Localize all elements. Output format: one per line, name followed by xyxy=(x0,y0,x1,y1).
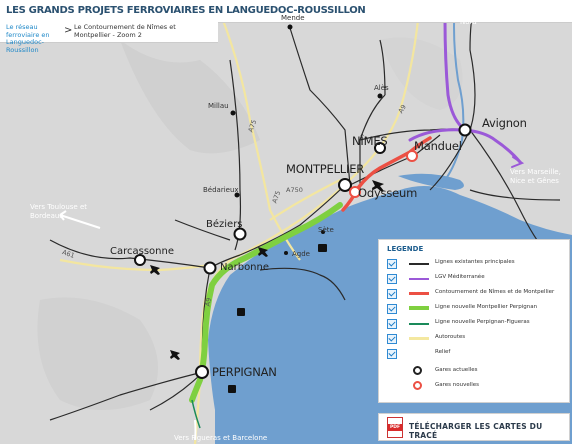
legend-item-existing-lines[interactable]: Lignes existantes principales xyxy=(379,258,569,270)
checkbox[interactable] xyxy=(387,319,397,329)
legend-label: LGV Méditerranée xyxy=(435,274,485,280)
legend-title: LEGENDE xyxy=(387,245,424,253)
small-stations xyxy=(230,24,383,255)
checkbox[interactable] xyxy=(387,349,397,359)
legend-label: Lignes existantes principales xyxy=(435,259,515,265)
label-nimes: NÎMES xyxy=(352,134,388,148)
download-label: TÉLÉCHARGER LES CARTES DU TRACÉ xyxy=(409,422,543,440)
legend-label: Contournement de Nîmes et de Montpellier xyxy=(435,289,555,295)
road-a9-south: A9 xyxy=(203,297,213,307)
legend-item-gares-actuelles: Gares actuelles xyxy=(379,366,569,378)
legend-swatch xyxy=(409,292,429,295)
breadcrumb-separator: > xyxy=(64,25,73,36)
legend-label: Relief xyxy=(435,349,451,355)
dest-lyon: Vers Lyon, Paris et l'Europe du Nord xyxy=(460,9,566,26)
legend-swatch xyxy=(409,278,429,280)
label-mende: Mende xyxy=(281,14,305,22)
label-odysseum: Odysseum xyxy=(358,186,418,200)
legend-item-gares-nouvelles: Gares nouvelles xyxy=(379,381,569,393)
legend-dot-new xyxy=(413,381,422,390)
legend-item-lgv[interactable]: LGV Méditerranée xyxy=(379,273,569,285)
label-narbonne: Narbonne xyxy=(220,262,270,273)
legend-label: Ligne nouvelle Perpignan-Figueras xyxy=(435,319,530,325)
airport-icons xyxy=(150,180,384,360)
checkbox[interactable] xyxy=(387,259,397,269)
dest-marseille: Vers Marseille, Nice et Gênes xyxy=(510,168,561,185)
checkbox[interactable] xyxy=(387,274,397,284)
legend-panel: LEGENDE Lignes existantes principales LG… xyxy=(378,239,570,403)
rhone-river xyxy=(444,0,465,181)
breadcrumb-parent-link[interactable]: Le réseau ferroviaire en Languedoc-Rouss… xyxy=(6,23,50,54)
legend-swatch xyxy=(409,337,429,340)
label-sete: Sète xyxy=(318,226,334,234)
legend-item-perpignan-figueras[interactable]: Ligne nouvelle Perpignan-Figueras xyxy=(379,318,569,330)
legend-dot-existing xyxy=(413,366,422,375)
label-montpellier: MONTPELLIER xyxy=(286,162,365,176)
ligne-nouvelle-perpignan-figueras xyxy=(191,399,201,429)
destination-arrows xyxy=(59,210,197,441)
label-millau: Millau xyxy=(208,102,229,110)
legend-label: Autoroutes xyxy=(435,334,466,340)
label-beziers: Béziers xyxy=(206,219,243,230)
dest-toulouse: Vers Toulouse et Bordeaux xyxy=(30,203,88,220)
checkbox[interactable] xyxy=(387,304,397,314)
legend-item-contournement[interactable]: Contournement de Nîmes et de Montpellier xyxy=(379,288,569,300)
label-perpignan: PERPIGNAN xyxy=(212,365,277,379)
pdf-icon-label: PDF xyxy=(388,424,402,431)
checkbox[interactable] xyxy=(387,334,397,344)
legend-label: Ligne nouvelle Montpellier Perpignan xyxy=(435,304,538,310)
header-bar: LES GRANDS PROJETS FERROVIAIRES EN LANGU… xyxy=(0,0,572,23)
relief xyxy=(37,37,463,410)
ligne-nouvelle-montpellier-perpignan xyxy=(189,202,343,403)
legend-item-relief[interactable]: Relief xyxy=(379,348,569,360)
new-stations xyxy=(349,150,418,198)
legend-swatch xyxy=(409,323,429,325)
existing-stations xyxy=(134,123,472,379)
legend-label: Gares nouvelles xyxy=(435,382,480,388)
label-bedarieux: Bédarieux xyxy=(203,186,239,194)
pdf-icon: PDF xyxy=(387,417,403,438)
legend-label: Gares actuelles xyxy=(435,367,478,373)
legend-swatch xyxy=(409,263,429,265)
label-agde: Agde xyxy=(292,250,310,258)
label-manduel: Manduel xyxy=(414,139,462,153)
legend-item-montpellier-perpignan[interactable]: Ligne nouvelle Montpellier Perpignan xyxy=(379,303,569,315)
checkbox[interactable] xyxy=(387,289,397,299)
road-a750: A750 xyxy=(286,186,303,194)
legend-item-autoroutes[interactable]: Autoroutes xyxy=(379,333,569,345)
download-maps-button[interactable]: PDF TÉLÉCHARGER LES CARTES DU TRACÉ xyxy=(378,413,570,441)
port-icons xyxy=(228,244,327,393)
label-carcassonne: Carcassonne xyxy=(110,246,174,257)
label-avignon: Avignon xyxy=(482,116,527,130)
label-ales: Alès xyxy=(374,84,389,92)
breadcrumb-current: Le Contournement de Nîmes et Montpellier… xyxy=(74,23,176,39)
dest-figueras: Vers Figueras et Barcelone xyxy=(174,434,268,442)
lgv-mediterranee xyxy=(408,1,525,168)
legend-swatch xyxy=(409,306,429,310)
page-title: LES GRANDS PROJETS FERROVIAIRES EN LANGU… xyxy=(6,5,366,16)
breadcrumb: Le réseau ferroviaire en Languedoc-Rouss… xyxy=(0,22,218,53)
